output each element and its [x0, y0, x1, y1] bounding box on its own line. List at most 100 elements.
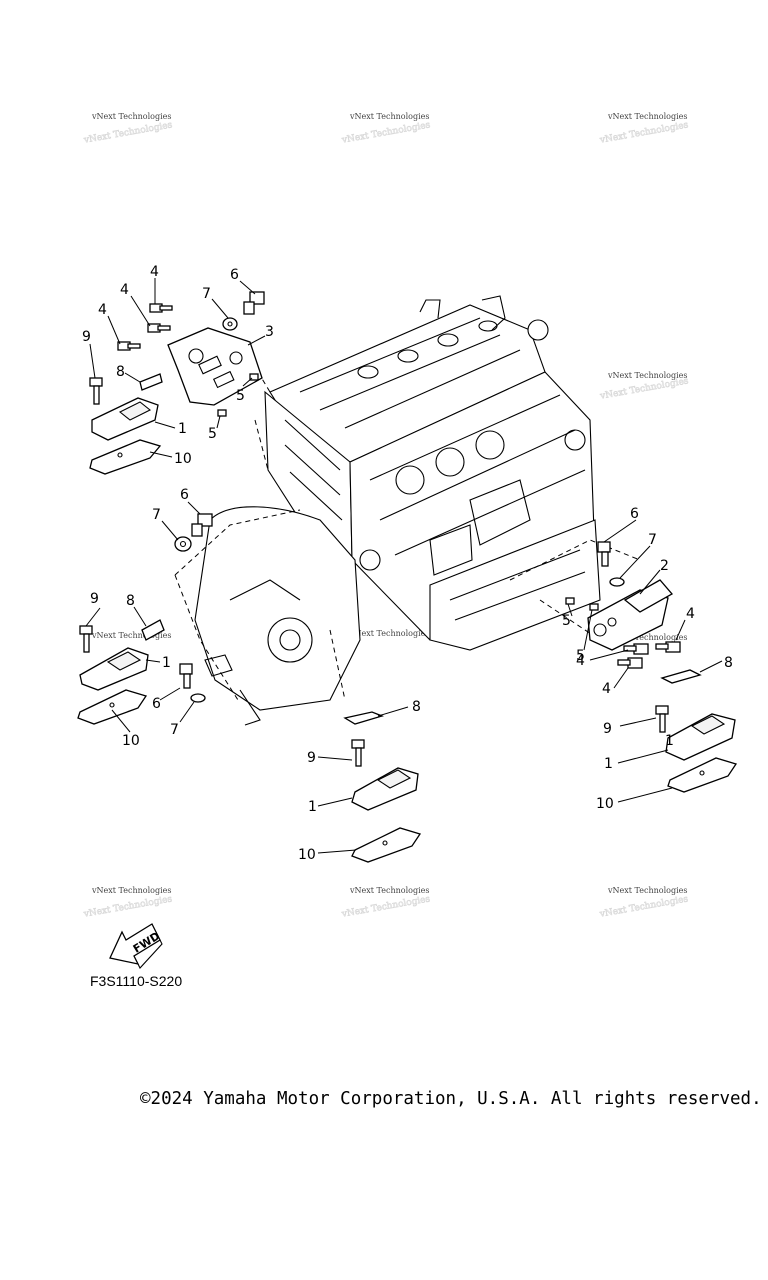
bolt-6-lower-left [179, 663, 193, 689]
copyright-notice: ©2024 Yamaha Motor Corporation, U.S.A. A… [140, 1089, 762, 1109]
bolt-9-c [351, 739, 365, 767]
watermark-top-left: vNext Technologies vNext Technologies [82, 112, 174, 146]
callout-7: 7 [170, 722, 179, 738]
washer-7-a [222, 317, 238, 331]
watermark-top-center: vNext Technologies vNext Technologies [340, 112, 432, 146]
callout-4: 4 [98, 302, 107, 318]
callout-3: 3 [265, 324, 274, 340]
svg-text:vNext Technologies: vNext Technologies [349, 629, 429, 638]
callout-1: 1 [665, 733, 674, 749]
callout-9: 9 [82, 329, 91, 345]
mount-plate-upper-left [89, 439, 162, 475]
mount-plate-right [667, 757, 738, 793]
mount-plate-bottom-center [351, 827, 422, 863]
shim-8-c [343, 711, 384, 725]
engine-mount-bracket-upper [167, 327, 263, 406]
watermark-bottom-left: vNext Technologies vNext Technologies [82, 886, 174, 920]
callout-8: 8 [412, 699, 421, 715]
callout-8: 8 [126, 593, 135, 609]
callout-4: 4 [576, 653, 585, 669]
watermark-bottom-center: vNext Technologies vNext Technologies [340, 886, 432, 920]
shim-8-d [660, 669, 702, 684]
watermark-lower-right: vNext Technologies [607, 633, 687, 642]
callout-4: 4 [120, 282, 129, 298]
callout-6: 6 [630, 506, 639, 522]
bolt-9-d [655, 705, 669, 733]
washer-7-d [190, 693, 206, 703]
bolt-4-a [149, 303, 173, 313]
bolt-4-c [117, 341, 141, 351]
svg-text:vNext Technologies: vNext Technologies [349, 886, 429, 895]
svg-text:vNext Technologies: vNext Technologies [349, 112, 429, 121]
callout-2: 2 [660, 558, 669, 574]
callout-9: 9 [90, 591, 99, 607]
engine-mount-bracket-right [587, 579, 674, 651]
svg-text:vNext Technologies: vNext Technologies [607, 886, 687, 895]
callout-8: 8 [116, 364, 125, 380]
callout-5: 5 [576, 648, 585, 664]
callout-10: 10 [122, 733, 140, 749]
bolt-9-a [89, 377, 103, 405]
bolt-4-f [617, 657, 643, 669]
leader-lines [85, 278, 723, 854]
bolt-6-right [597, 541, 611, 567]
bolt-4-d [655, 641, 681, 653]
shim-8-b [141, 619, 165, 641]
svg-text:vNext Technologies: vNext Technologies [598, 894, 689, 920]
shim-8-a [139, 373, 163, 391]
bolt-9-b [79, 625, 93, 653]
callout-6: 6 [152, 696, 161, 712]
callout-6: 6 [230, 267, 239, 283]
svg-text:vNext Technologies: vNext Technologies [82, 894, 173, 920]
svg-text:vNext Technologies: vNext Technologies [607, 371, 687, 380]
engine-mount-bottom-center [351, 767, 419, 811]
engine-block-illustration [174, 295, 641, 726]
svg-text:vNext Technologies: vNext Technologies [340, 894, 431, 920]
svg-text:vNext Technologies: vNext Technologies [598, 120, 689, 146]
svg-text:vNext Technologies: vNext Technologies [91, 112, 171, 121]
callout-9: 9 [307, 750, 316, 766]
bolt-6-top [243, 291, 265, 315]
callout-4: 4 [150, 264, 159, 280]
svg-text:vNext Technologies: vNext Technologies [91, 886, 171, 895]
callout-5: 5 [208, 426, 217, 442]
bolt-4-b [147, 323, 171, 333]
callout-4: 4 [602, 681, 611, 697]
callout-7: 7 [202, 286, 211, 302]
washer-7-c [609, 577, 625, 587]
svg-text:vNext Technologies: vNext Technologies [598, 376, 689, 402]
svg-text:vNext Technologies: vNext Technologies [607, 633, 687, 642]
callout-5: 5 [562, 613, 571, 629]
bolt-6-mid [191, 513, 213, 537]
callout-1: 1 [308, 799, 317, 815]
callout-6: 6 [180, 487, 189, 503]
bolt-4-e [623, 643, 649, 655]
watermark-lower-center: vNext Technologies [349, 629, 429, 638]
pin-5-c [565, 597, 575, 605]
callout-1: 1 [604, 756, 613, 772]
svg-text:vNext Technologies: vNext Technologies [82, 120, 173, 146]
callout-10: 10 [298, 847, 316, 863]
callout-8: 8 [724, 655, 733, 671]
pin-5-b [217, 409, 227, 417]
watermark-mid-right: vNext Technologies vNext Technologies [598, 371, 690, 402]
callout-9: 9 [603, 721, 612, 737]
engine-mount-upper-left [91, 397, 159, 441]
callout-1: 1 [162, 655, 171, 671]
watermark-top-right: vNext Technologies vNext Technologies [598, 112, 690, 146]
callout-labels: 1 1 1 1 1 2 3 4 4 4 4 4 4 5 5 5 5 6 6 6 … [82, 264, 733, 863]
callout-10: 10 [596, 796, 614, 812]
engine-mount-lower-left [79, 647, 149, 691]
pin-5-a [249, 373, 259, 381]
watermark-bottom-right: vNext Technologies vNext Technologies [598, 886, 690, 920]
diagram-code: F3S1110-S220 [90, 973, 183, 989]
svg-text:vNext Technologies: vNext Technologies [607, 112, 687, 121]
engine-mount-right [665, 713, 736, 761]
washer-7-b [174, 536, 192, 552]
callout-7: 7 [648, 532, 657, 548]
fwd-direction-arrow: FWD [109, 923, 163, 969]
callout-7: 7 [152, 507, 161, 523]
watermark-lower-left: vNext Technologies [91, 631, 171, 640]
svg-text:vNext Technologies: vNext Technologies [340, 120, 431, 146]
